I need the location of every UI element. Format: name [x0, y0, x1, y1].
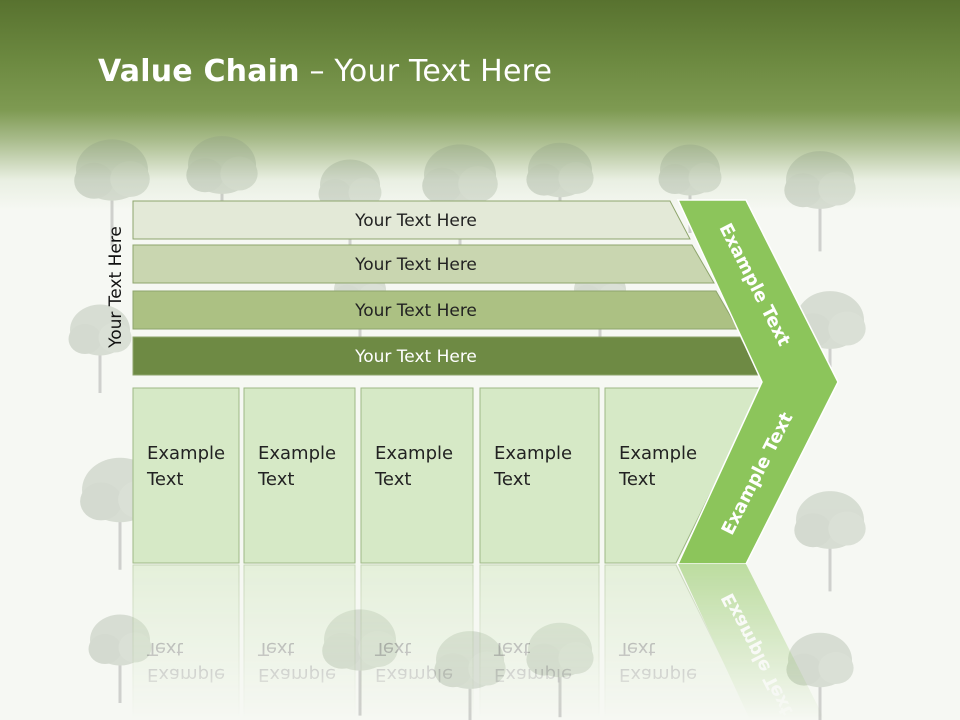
reflection-group: ExampleTextExampleTextExampleTextExample…	[132, 564, 825, 720]
title-rest: – Your Text Here	[299, 54, 553, 89]
cell-label-line1: Example	[258, 664, 336, 685]
tree-icon	[784, 151, 856, 252]
reflected-cell: Example Text	[479, 564, 600, 720]
cell-label-line2: Text	[618, 469, 655, 490]
tree-icon	[68, 304, 132, 393]
cell-label-line1: Example	[258, 443, 336, 464]
tree-icon	[74, 139, 150, 246]
cell-label-line1: Example	[619, 443, 697, 464]
support-row-label: Your Text Here	[354, 347, 477, 367]
cell-label-line1: Example	[494, 664, 572, 685]
support-row: Your Text Here	[132, 290, 739, 330]
cell-label-line1: Example	[375, 664, 453, 685]
reflected-cell: Example Text	[243, 564, 356, 720]
cell-label-line2: Text	[257, 638, 294, 659]
cell-label-line2: Text	[618, 638, 655, 659]
cell-label-line2: Text	[374, 469, 411, 490]
support-row-label: Your Text Here	[354, 211, 477, 231]
reflection: ExampleTextExampleTextExampleTextExample…	[132, 564, 825, 720]
slide-title: Value Chain – Your Text Here	[98, 54, 552, 89]
cell-label-line1: Example	[494, 443, 572, 464]
cell-label-line2: Text	[146, 469, 183, 490]
support-row: Your Text Here	[132, 244, 715, 284]
tree-icon	[794, 491, 866, 592]
reflected-cell: Example Text	[132, 564, 240, 720]
cell-label-line2: Text	[493, 638, 530, 659]
reflected-cell: Example Text	[360, 564, 474, 720]
reflected-cell: Example Text	[604, 564, 753, 720]
cell-label-line1: Example	[147, 664, 225, 685]
cell-label-line2: Text	[374, 638, 411, 659]
cell-label-line1: Example	[619, 664, 697, 685]
support-row-label: Your Text Here	[354, 255, 477, 275]
support-row: Your Text Here	[132, 336, 763, 376]
tree-icon	[186, 136, 258, 237]
cell-label-line2: Text	[257, 469, 294, 490]
tree-icon	[422, 144, 498, 251]
tree-icon	[786, 632, 854, 720]
support-row-label: Your Text Here	[354, 301, 477, 321]
cell-label-line1: Example	[147, 443, 225, 464]
reflected-chevron	[678, 564, 825, 720]
title-bold: Value Chain	[98, 54, 300, 89]
cell-label-line2: Text	[493, 469, 530, 490]
cell-label-line1: Example	[375, 443, 453, 464]
primary-activity-cells: ExampleTextExampleTextExampleTextExample…	[132, 387, 763, 564]
cell-label-line2: Text	[146, 638, 183, 659]
support-row: Your Text Here	[132, 200, 691, 240]
